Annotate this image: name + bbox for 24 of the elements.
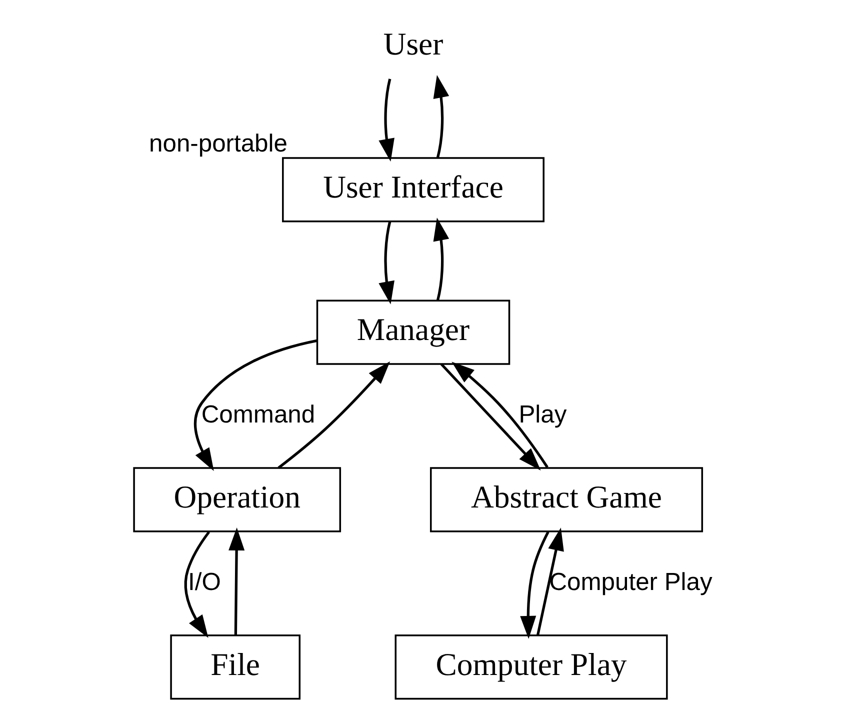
arrow: [184, 531, 210, 638]
arrow: [194, 339, 318, 472]
node-label: non-portable: [149, 130, 288, 158]
node-box: Computer Play: [394, 634, 668, 700]
arrow: [440, 363, 541, 470]
node-box: User Interface: [282, 157, 544, 222]
arrow: [228, 528, 245, 635]
arrow: [433, 75, 450, 158]
node-box: Operation: [133, 467, 342, 532]
arrow: [536, 528, 564, 636]
node-box: Manager: [316, 300, 510, 365]
arrow: [452, 362, 548, 468]
node-box: Abstract Game: [430, 467, 704, 532]
edge-label: Computer Play: [549, 568, 712, 596]
node-box: File: [170, 634, 300, 700]
arrow: [378, 221, 394, 304]
node-text: User: [383, 26, 444, 62]
edge-label: I/O: [188, 568, 221, 596]
edge-label: Command: [201, 402, 316, 429]
arrow: [378, 78, 394, 162]
arrow: [278, 361, 390, 469]
arrow: [433, 218, 450, 301]
arrow: [520, 531, 550, 639]
edge-label: Play: [518, 402, 567, 429]
